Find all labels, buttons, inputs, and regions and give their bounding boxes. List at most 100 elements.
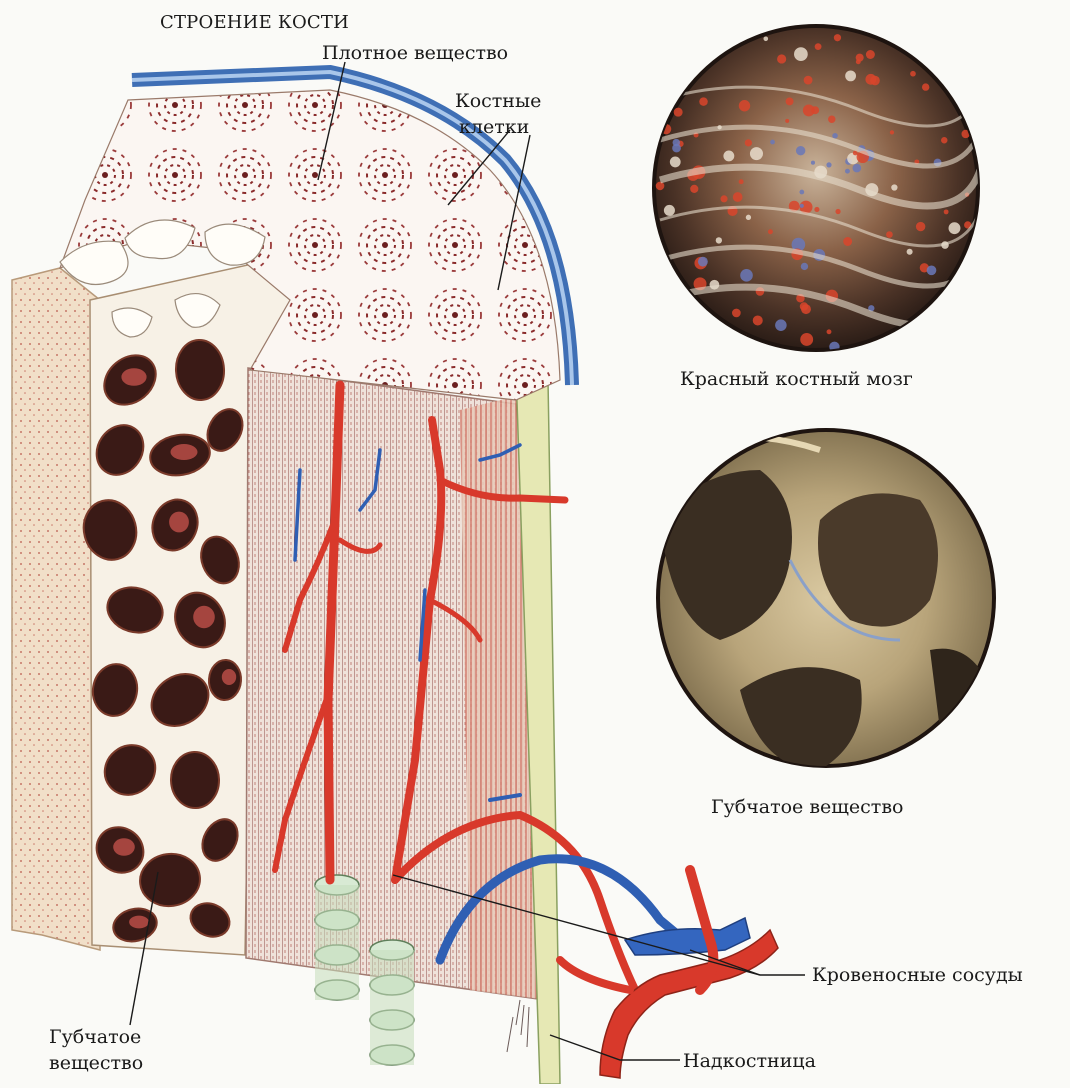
marrow-cell — [853, 164, 862, 173]
marrow-cell — [804, 76, 813, 85]
outer-compact-strip — [12, 268, 100, 950]
marrow-cell — [683, 73, 688, 78]
marrow-cell — [786, 97, 794, 105]
marrow-cell — [907, 249, 913, 255]
marrow-cell — [832, 133, 838, 139]
marrow-cell — [962, 279, 975, 292]
marrow-cell — [827, 329, 832, 334]
marrow-cell — [698, 257, 708, 267]
marrow-cell — [753, 315, 763, 325]
marrow-cell — [916, 222, 925, 231]
marrow-cell — [800, 333, 813, 346]
marrow-cell — [799, 190, 804, 195]
marrow-cell — [720, 195, 727, 202]
label-blood-vessels: Кровеносные сосуды — [812, 964, 1023, 986]
label-periosteum: Надкостница — [683, 1050, 816, 1072]
marrow-cell — [656, 338, 666, 348]
marrow-fill — [113, 838, 135, 856]
marrow-cell — [712, 40, 717, 45]
marrow-cell — [845, 169, 850, 174]
marrow-cell — [710, 341, 718, 349]
marrow-cell — [801, 263, 808, 270]
marrow-cell — [710, 39, 723, 52]
marrow-cell — [886, 231, 893, 238]
marrow-cell — [707, 25, 719, 37]
marrow-cell — [775, 319, 787, 331]
marrow-cell — [927, 265, 937, 275]
marrow-cell — [745, 139, 752, 146]
marrow-cell — [815, 43, 822, 50]
marrow-fill — [222, 669, 236, 685]
marrow-cell — [803, 105, 815, 117]
marrow-cell — [662, 106, 667, 111]
periosteum-fibers — [507, 1000, 529, 1052]
marrow-cell — [796, 146, 805, 155]
marrow-cell — [670, 157, 681, 168]
marrow-cell — [890, 130, 894, 134]
label-spongy-left-line1: Губчатое — [49, 1026, 141, 1048]
marrow-cell — [733, 192, 743, 202]
marrow-cell — [834, 34, 841, 41]
marrow-cell — [811, 161, 815, 165]
marrow-cell — [768, 229, 773, 234]
label-spongy-right: Губчатое вещество — [711, 796, 903, 818]
label-spongy-left-line2: вещество — [49, 1052, 143, 1074]
marrow-cell — [845, 70, 856, 81]
label-bone-cells-line2: клетки — [459, 116, 529, 138]
marrow-cell — [723, 151, 734, 162]
marrow-cell — [944, 209, 949, 214]
marrow-cell — [828, 116, 835, 123]
marrow-cell — [673, 139, 680, 146]
marrow-cell — [941, 137, 947, 143]
marrow-cell — [763, 36, 768, 41]
marrow-fill — [121, 368, 146, 386]
marrow-cell — [866, 50, 875, 59]
marrow-fill — [129, 916, 149, 929]
marrow-cell — [910, 71, 916, 77]
marrow-cell — [814, 207, 819, 212]
marrow-cell — [739, 100, 750, 111]
marrow-cell — [951, 300, 962, 311]
marrow-cell — [800, 302, 808, 310]
spongy-substance-photo — [658, 430, 995, 770]
marrow-cell — [662, 74, 673, 85]
red-marrow-photo — [654, 25, 980, 352]
marrow-cell — [690, 185, 698, 193]
marrow-cell — [770, 140, 775, 145]
label-compact-substance: Плотное вещество — [322, 42, 508, 64]
external-vessels — [560, 870, 778, 1078]
marrow-fill — [193, 606, 215, 628]
marrow-fill — [169, 512, 189, 533]
marrow-cell — [699, 97, 708, 106]
marrow-cell — [922, 83, 929, 90]
marrow-cell — [940, 329, 948, 337]
marrow-cell — [750, 147, 763, 160]
marrow-cell — [682, 310, 687, 315]
marrow-cell — [656, 182, 665, 191]
label-red-marrow: Красный костный мозг — [680, 368, 913, 390]
marrow-cell — [746, 215, 751, 220]
marrow-cell — [674, 108, 683, 117]
marrow-cell — [856, 59, 861, 64]
marrow-cell — [697, 28, 708, 39]
marrow-cell — [716, 237, 722, 243]
marrow-cell — [752, 347, 756, 351]
marrow-cell — [740, 269, 753, 282]
marrow-cell — [865, 74, 876, 85]
marrow-cell — [794, 47, 808, 61]
marrow-cell — [891, 184, 897, 190]
marrow-cell — [843, 237, 852, 246]
marrow-cell — [777, 54, 786, 63]
marrow-cell — [826, 162, 831, 167]
label-bone-cells-line1: Костные — [455, 90, 541, 112]
marrow-cell — [835, 209, 840, 214]
marrow-cell — [739, 179, 744, 184]
spongy-cavity — [170, 751, 220, 809]
diagram-title: СТРОЕНИЕ КОСТИ — [160, 12, 349, 34]
marrow-cell — [949, 222, 961, 234]
marrow-fill — [171, 444, 198, 460]
marrow-cell — [800, 204, 804, 208]
marrow-cell — [664, 205, 675, 216]
